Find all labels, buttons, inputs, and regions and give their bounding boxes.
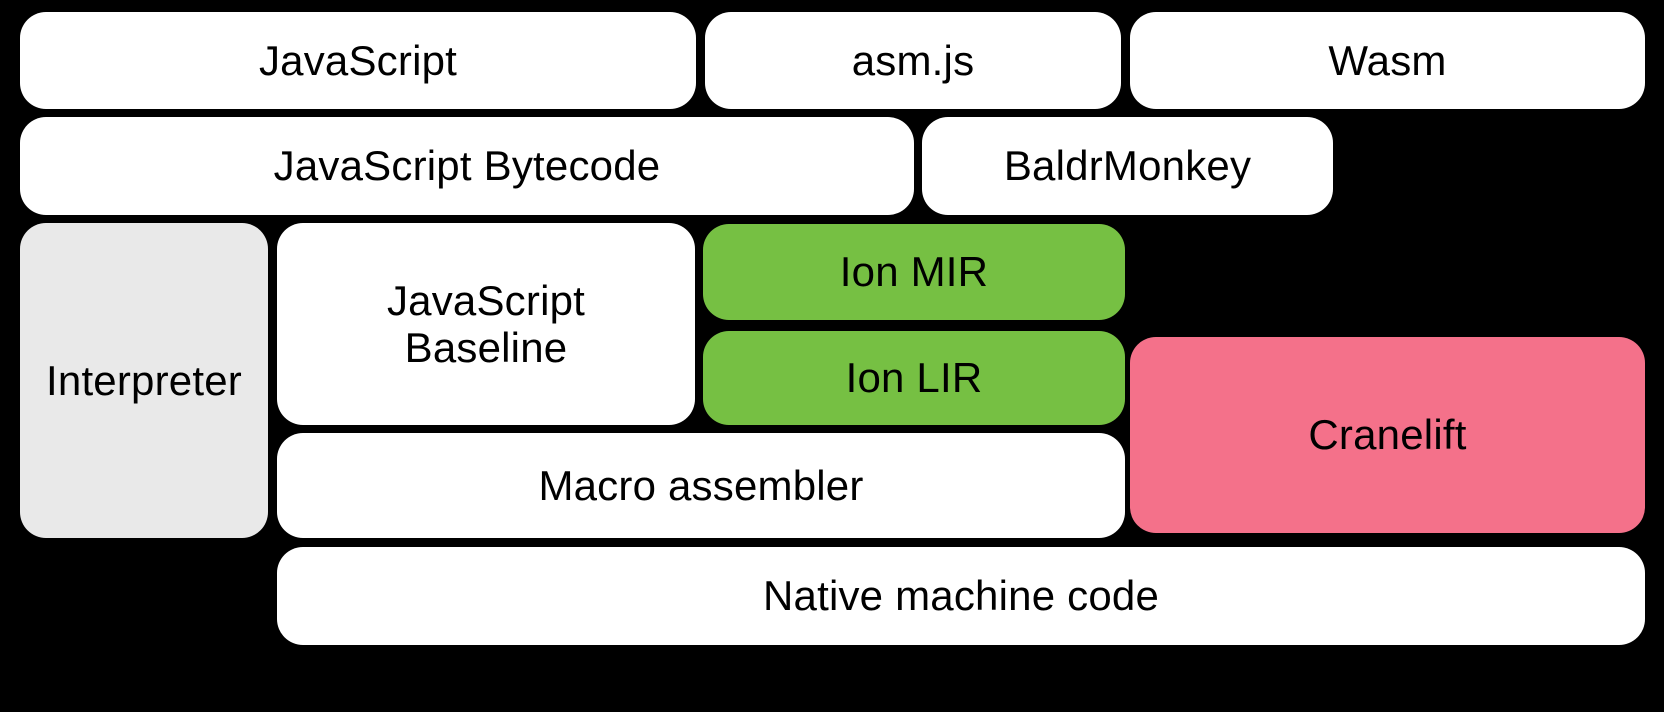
node-javascript-baseline: JavaScript Baseline (277, 223, 695, 425)
node-wasm: Wasm (1130, 12, 1645, 109)
node-macro-assembler: Macro assembler (277, 433, 1125, 538)
node-cranelift: Cranelift (1130, 337, 1645, 533)
node-ion-lir: Ion LIR (703, 331, 1125, 425)
node-interpreter: Interpreter (20, 223, 268, 538)
node-asm-js: asm.js (705, 12, 1121, 109)
node-javascript: JavaScript (20, 12, 696, 109)
node-baldrmonkey: BaldrMonkey (922, 117, 1333, 215)
node-native-machine-code: Native machine code (277, 547, 1645, 645)
node-javascript-bytecode: JavaScript Bytecode (20, 117, 914, 215)
node-ion-mir: Ion MIR (703, 224, 1125, 320)
